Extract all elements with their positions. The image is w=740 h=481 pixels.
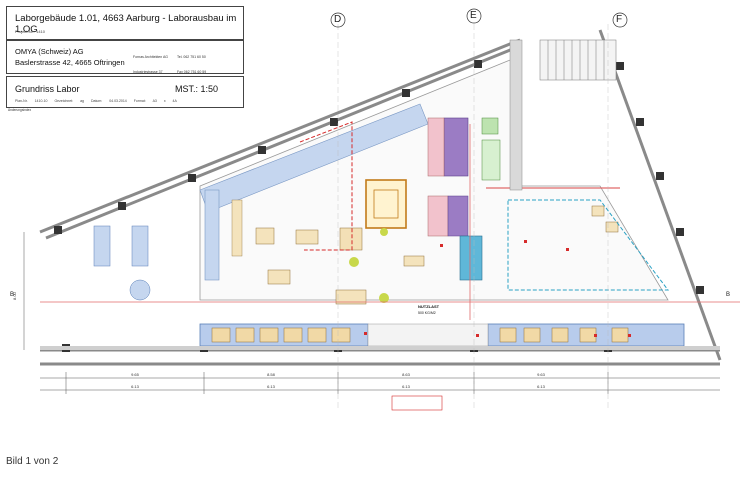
bench-units	[211, 327, 629, 343]
plan-scale: MST.: 1:50	[175, 84, 219, 94]
round-table	[129, 279, 151, 301]
cabinet-cyan	[459, 235, 483, 281]
core-wall	[509, 39, 523, 191]
plan-title: Grundriss Labor	[15, 84, 80, 94]
cabinet-pink-2	[427, 195, 449, 237]
bottom-corridor	[367, 323, 489, 347]
central-equipment	[365, 179, 407, 229]
stair-core	[539, 39, 617, 81]
client-address: Baslerstrasse 42, 4665 Oftringen	[15, 58, 125, 67]
axis-bubble-e	[466, 8, 482, 24]
cabinet-pink	[427, 117, 445, 177]
cabinet-light-green	[481, 139, 501, 181]
floor-plan-drawing: NUTZLAST 500 KG/M2 8.00 9.65 8.58 8.63 9.63…	[12, 8, 740, 411]
floor-plan-sheet: NUTZLAST 500 KG/M2 8.00 9.65 8.58 8.63 9.63…	[6, 6, 740, 411]
dimension-left: 8.00	[12, 291, 17, 300]
title-block-client: OMYA (Schweiz) AG Baslerstrasse 42, 4665…	[6, 40, 244, 89]
project-number: Projekt-Nr.: 1410	[15, 29, 46, 34]
client-name: OMYA (Schweiz) AG	[15, 47, 84, 56]
dimension-bottom-totals: 6.13 6.13 6.13 6.13	[131, 384, 546, 389]
dimension-total: 6.13	[402, 384, 411, 389]
dimension-value: 9.65	[131, 372, 140, 377]
dimension-total: 6.13	[267, 384, 276, 389]
axis-label-e: E	[470, 10, 477, 21]
project-title: Laborgebäude 1.01, 4663 Aarburg - Labora…	[15, 13, 237, 35]
revision-notes-heading: Änderungsindex	[8, 108, 32, 112]
dimension-total: 6.13	[131, 384, 140, 389]
dimension-value: 8.58	[267, 372, 276, 377]
marker-yellow-1	[349, 257, 359, 267]
left-bench-zone	[204, 189, 220, 281]
grid-axes	[337, 24, 609, 410]
plan-meta: Plan-Nr. 1410-10 Gezeichnet: ag Datum: 0…	[15, 99, 177, 103]
axis-bubble-f	[612, 12, 628, 28]
dimension-bottom-values: 9.65 8.58 8.63 9.63	[131, 372, 546, 377]
annotation-box	[391, 395, 443, 411]
left-cabinet	[93, 225, 111, 267]
payload-label: NUTZLAST	[418, 304, 440, 309]
axis-label-f: F	[616, 14, 623, 25]
red-markers	[364, 240, 631, 337]
dimension-total: 6.13	[537, 384, 546, 389]
fume-hood-purple	[443, 117, 469, 177]
red-zone-boundary	[299, 121, 353, 251]
cabinet-green	[481, 117, 499, 135]
payload-value: 500 KG/M2	[418, 311, 436, 315]
section-marker-right: B	[726, 292, 731, 298]
axis-label-d: D	[334, 14, 342, 25]
revision-notes: Änderungsindex	[8, 108, 238, 112]
marker-yellow-2	[379, 293, 389, 303]
title-block-plan: Grundriss Labor MST.: 1:50 Plan-Nr. 1410…	[6, 76, 244, 108]
section-marker-left: B	[10, 292, 15, 298]
dimension-value: 8.63	[402, 372, 411, 377]
title-block-project: Laborgebäude 1.01, 4663 Aarburg - Labora…	[6, 6, 244, 40]
dimension-value: 9.63	[537, 372, 546, 377]
fume-hood-purple-2	[447, 195, 469, 237]
page-caption: Bild 1 von 2	[6, 456, 59, 467]
axis-bubble-d	[330, 12, 346, 28]
cyan-zone-boundary	[507, 199, 670, 291]
lab-tables	[255, 205, 619, 305]
